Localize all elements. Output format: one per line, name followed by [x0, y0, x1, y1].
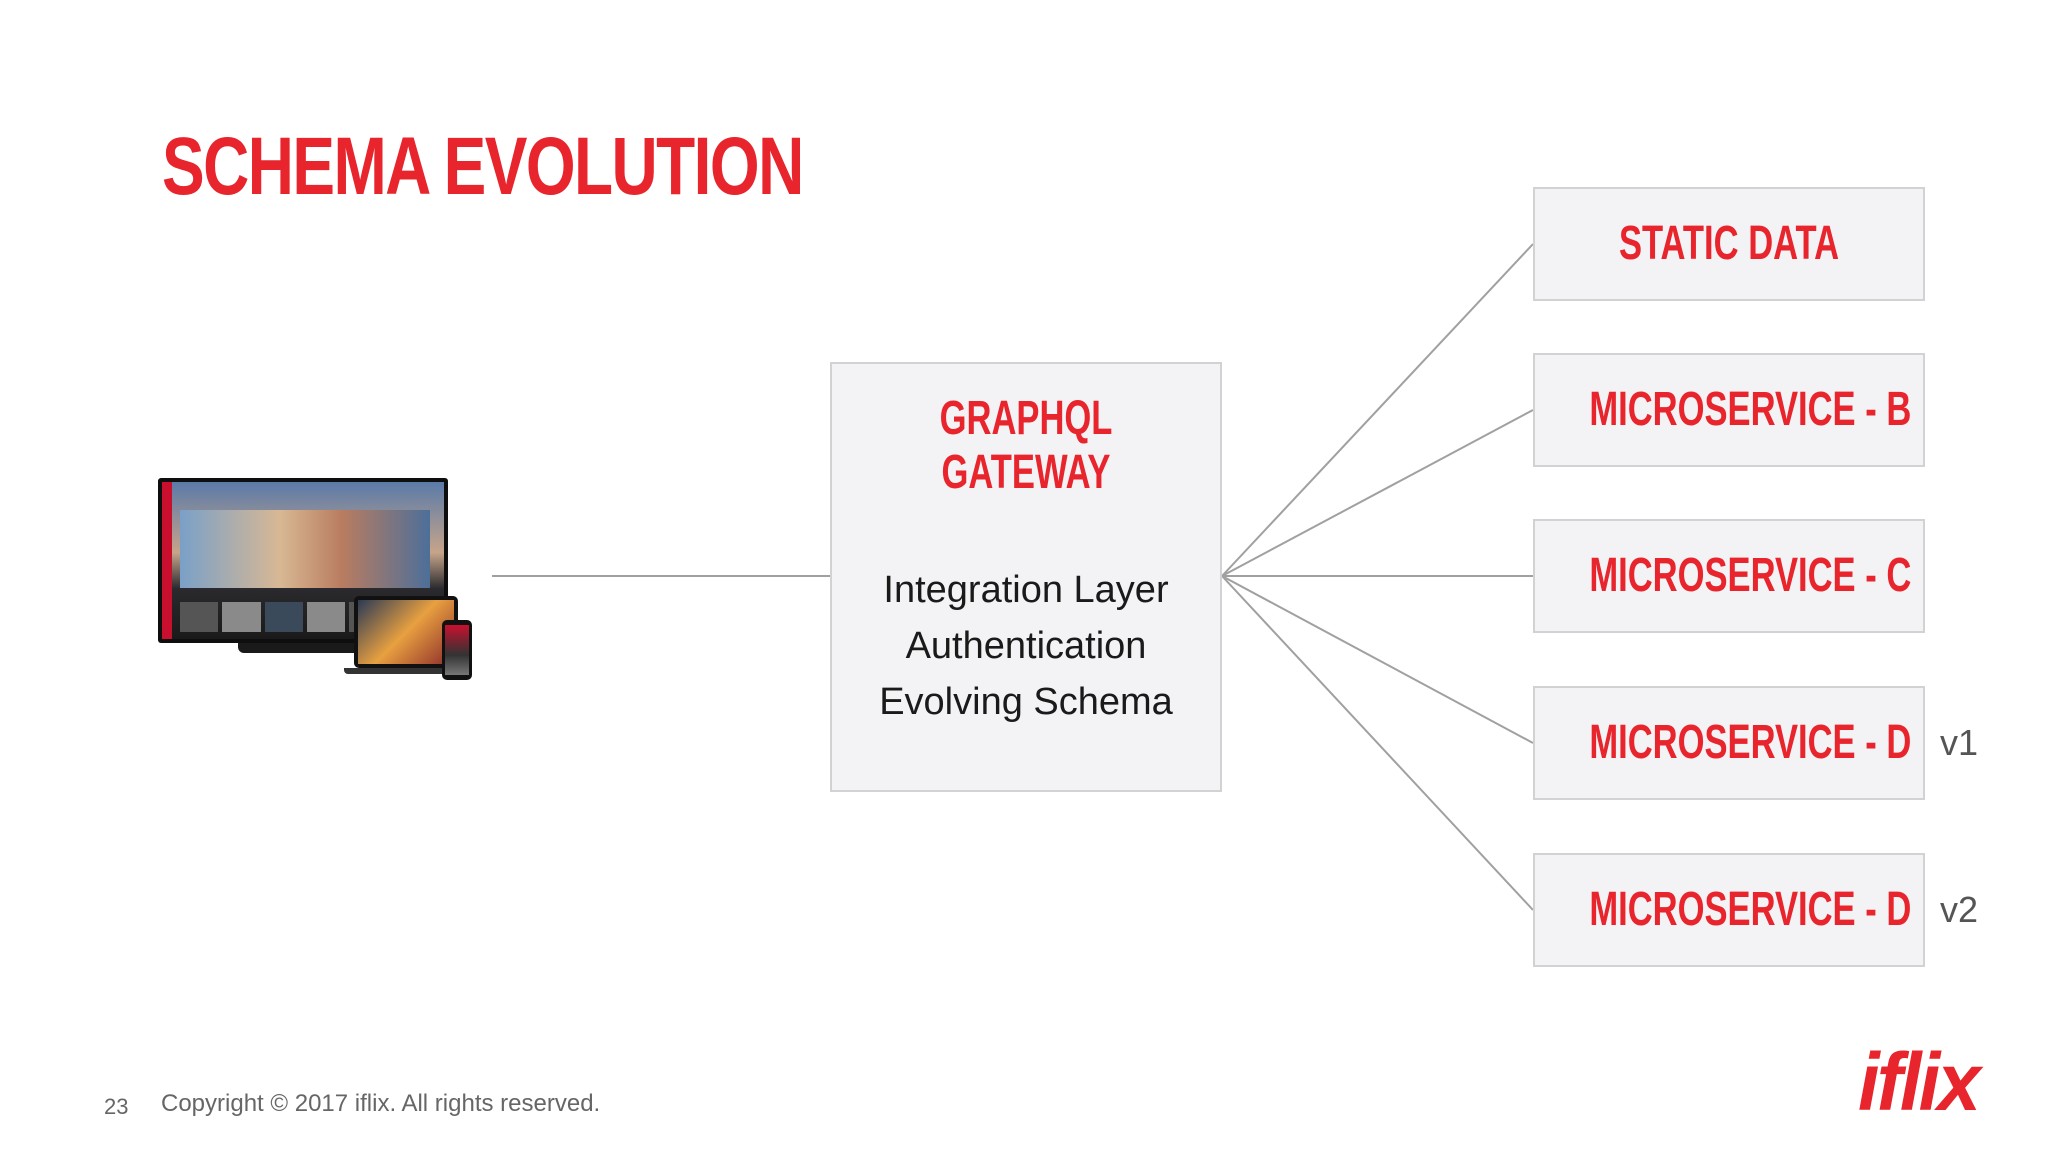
slide-title: SCHEMA EVOLUTION	[162, 121, 804, 212]
service-box-microservice-d-v1: MICROSERVICE - D	[1533, 686, 1925, 800]
service-box-microservice-c: MICROSERVICE - C	[1533, 519, 1925, 633]
service-label: MICROSERVICE - D	[1589, 716, 1912, 769]
version-label-v1: v1	[1940, 722, 1979, 763]
service-label: MICROSERVICE - D	[1589, 883, 1912, 936]
tv-device	[158, 478, 448, 643]
graphql-gateway-box: GRAPHQL GATEWAY Integration Layer Authen…	[830, 362, 1222, 792]
connector-gateway-service-1	[1221, 243, 1534, 577]
service-box-static-data: STATIC DATA	[1533, 187, 1925, 301]
copyright-text: Copyright © 2017 iflix. All rights reser…	[161, 1090, 601, 1117]
service-label: MICROSERVICE - C	[1589, 549, 1912, 602]
service-box-microservice-b: MICROSERVICE - B	[1533, 353, 1925, 467]
laptop-device	[354, 596, 458, 668]
gateway-feature: Integration Layer	[883, 569, 1169, 611]
gateway-feature: Authentication	[905, 625, 1147, 667]
gateway-title: GRAPHQL GATEWAY	[939, 392, 1113, 499]
client-devices-image	[158, 478, 478, 684]
service-label: STATIC DATA	[1618, 217, 1840, 270]
connector-gateway-service-5	[1221, 575, 1534, 911]
tv-poster	[180, 510, 430, 588]
gateway-feature: Evolving Schema	[879, 681, 1173, 723]
page-number: 23	[104, 1094, 129, 1119]
version-label-v2: v2	[1940, 889, 1979, 930]
connector-gateway-service-4	[1221, 575, 1534, 744]
gateway-features: Integration Layer Authentication Evolvin…	[832, 562, 1220, 730]
connector-gateway-service-2	[1221, 409, 1534, 577]
service-label: MICROSERVICE - B	[1589, 383, 1912, 436]
service-box-microservice-d-v2: MICROSERVICE - D	[1533, 853, 1925, 967]
iflix-logo: iflix	[1858, 1037, 1981, 1128]
phone-device	[442, 620, 472, 680]
